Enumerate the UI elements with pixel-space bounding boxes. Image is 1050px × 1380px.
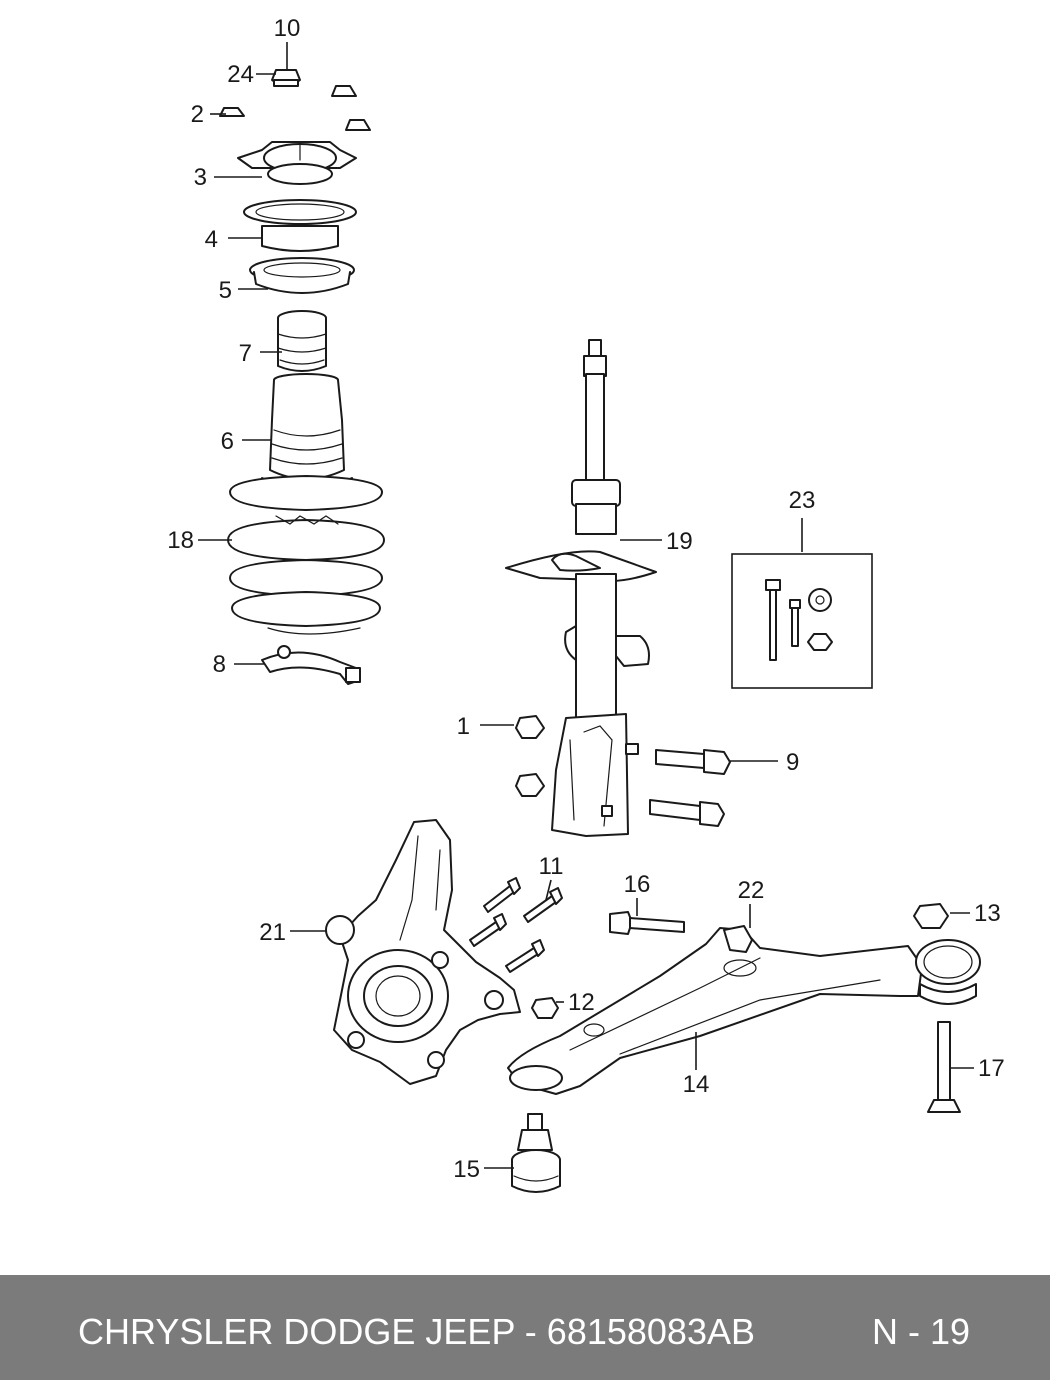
callout-24: 24 [227, 61, 254, 88]
footer-page-number: N - 19 [871, 1311, 970, 1352]
callout-4: 4 [205, 226, 218, 253]
callout-5: 5 [219, 277, 232, 304]
callout-6: 6 [221, 428, 234, 455]
part-jounce-bumper [277, 310, 327, 372]
part-strut-mount [237, 141, 357, 185]
part-strut-nuts [515, 715, 545, 797]
parts-diagram: 10 24 2 3 4 5 7 6 18 8 1 9 19 23 21 11 1… [167, 15, 1005, 1193]
callout-10: 10 [274, 15, 301, 42]
callout-17: 17 [978, 1055, 1005, 1082]
part-knuckle-bolts [469, 877, 563, 973]
part-steering-knuckle [325, 819, 521, 1085]
leader-lines [198, 42, 974, 1169]
callout-3: 3 [194, 164, 207, 191]
part-coil-spring [227, 475, 385, 635]
part-spring-seat [249, 257, 355, 294]
part-lower-control-arm [507, 927, 981, 1095]
part-mount-nuts [219, 85, 371, 131]
part-strut-assembly [505, 339, 657, 837]
part-lower-isolator [261, 645, 361, 685]
part-top-nut [271, 69, 301, 87]
callout-23: 23 [789, 487, 816, 514]
callout-9: 9 [786, 749, 799, 776]
callout-7: 7 [239, 340, 252, 367]
footer-bar: CHRYSLER DODGE JEEP - 68158083AB N - 19 [0, 1275, 1050, 1380]
callout-18: 18 [167, 527, 194, 554]
part-hardware-kit [731, 553, 873, 689]
part-arm-bolt [609, 911, 685, 935]
callout-11: 11 [539, 853, 564, 880]
callout-14: 14 [683, 1071, 710, 1098]
part-strut-bolts [649, 749, 731, 827]
part-bushing [723, 925, 753, 953]
part-bearing [243, 199, 357, 252]
part-long-bolt [927, 1021, 961, 1113]
callout-1: 1 [457, 713, 470, 740]
part-ball-joint [511, 1113, 561, 1193]
callout-16: 16 [624, 871, 651, 898]
callout-22: 22 [738, 877, 765, 904]
callout-labels: 10 24 2 3 4 5 7 6 18 8 1 9 19 23 21 11 1… [167, 15, 1004, 1183]
callout-8: 8 [213, 651, 226, 678]
part-knuckle-nut [531, 997, 559, 1019]
callout-19: 19 [666, 528, 693, 555]
footer-title: CHRYSLER DODGE JEEP - 68158083AB [78, 1311, 755, 1352]
callout-12: 12 [568, 989, 595, 1016]
callout-2: 2 [191, 101, 204, 128]
callout-15: 15 [453, 1156, 480, 1183]
callout-21: 21 [259, 919, 286, 946]
part-arm-nut [913, 903, 949, 929]
callout-13: 13 [974, 900, 1001, 927]
